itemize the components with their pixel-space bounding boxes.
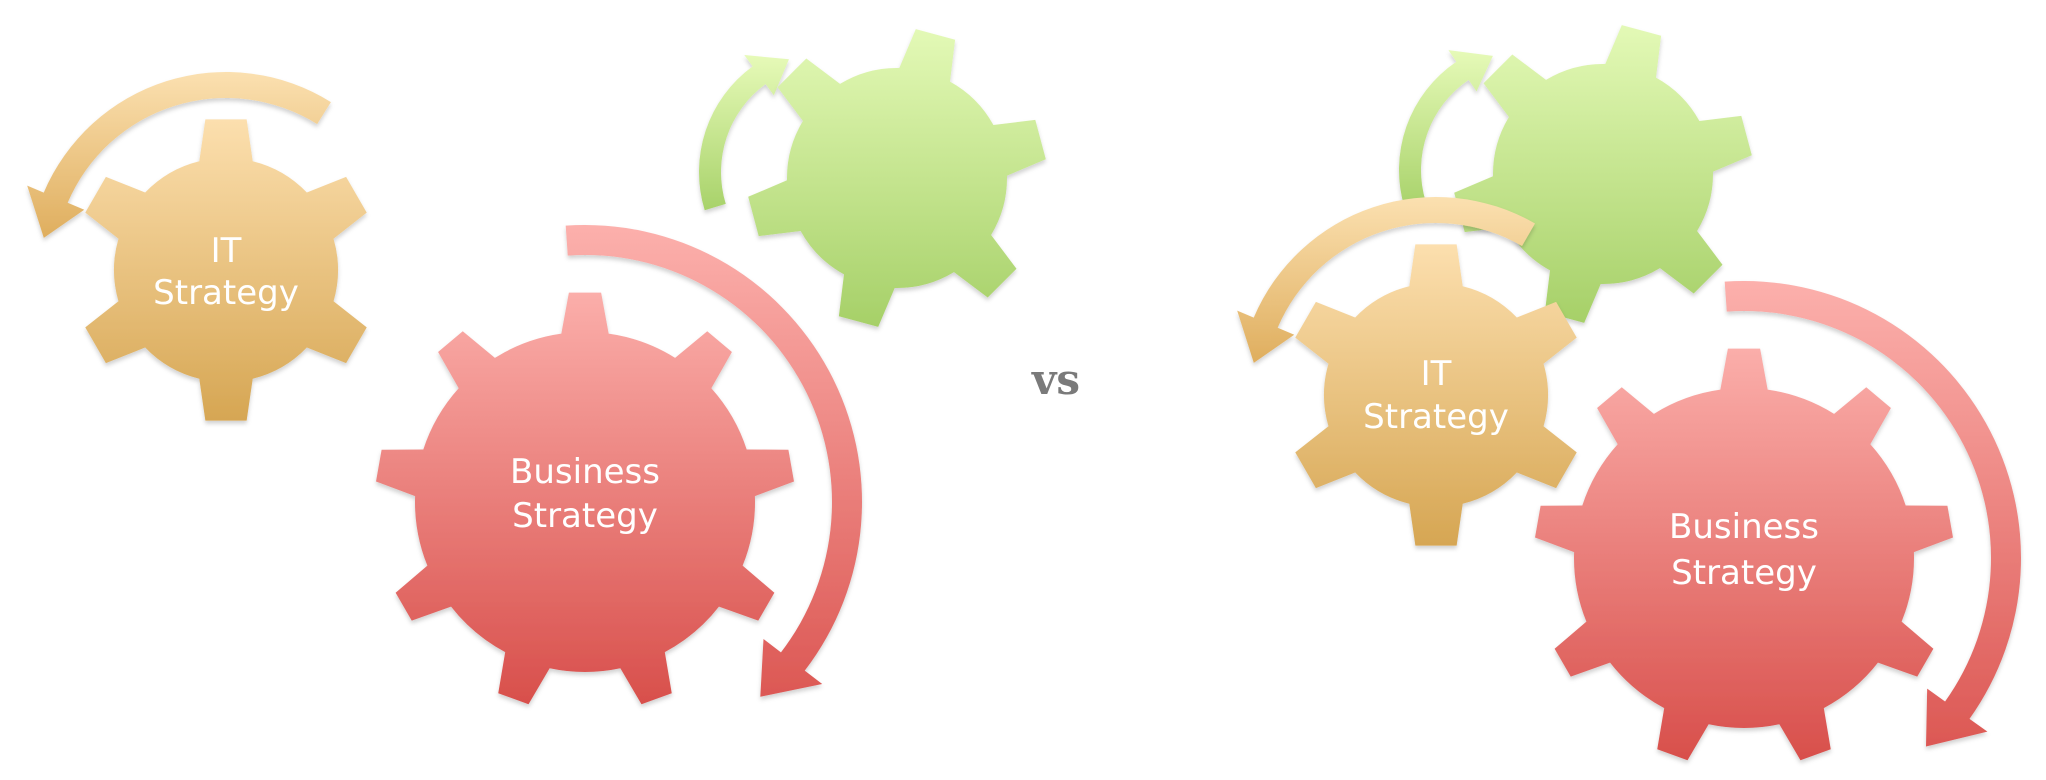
vs-label: vs	[1031, 355, 1080, 404]
business-gear-left	[376, 292, 794, 705]
green-rotation-arrow-left	[698, 55, 789, 211]
it-rotation-arrow-right	[1237, 197, 1535, 363]
right-panel: IT Strategy Business Strategy	[1237, 25, 2022, 761]
it-gear-label-line1-left: IT	[211, 231, 242, 271]
business-gear-label-line1-right: Business	[1669, 507, 1819, 547]
green-rotation-arrow-right	[1398, 50, 1493, 209]
it-gear-label-line1-right: IT	[1421, 354, 1452, 394]
it-gear-left	[85, 119, 367, 421]
business-gear-label-line2-right: Strategy	[1671, 553, 1817, 593]
green-gear-left	[748, 29, 1046, 327]
it-gear-label-line2-right: Strategy	[1363, 397, 1509, 437]
business-gear-right	[1535, 348, 1953, 761]
it-gear-right	[1295, 244, 1577, 546]
business-gear-label-line2-left: Strategy	[512, 496, 658, 536]
it-gear-label-line2-left: Strategy	[153, 273, 299, 313]
left-panel: IT Strategy Business Strategy	[27, 29, 1046, 705]
it-rotation-arrow-left	[27, 72, 331, 238]
business-rotation-arrow-right	[1724, 280, 2022, 747]
green-gear-right	[1454, 25, 1752, 323]
business-gear-label-line1-left: Business	[510, 452, 660, 492]
business-rotation-arrow-left	[565, 224, 863, 697]
